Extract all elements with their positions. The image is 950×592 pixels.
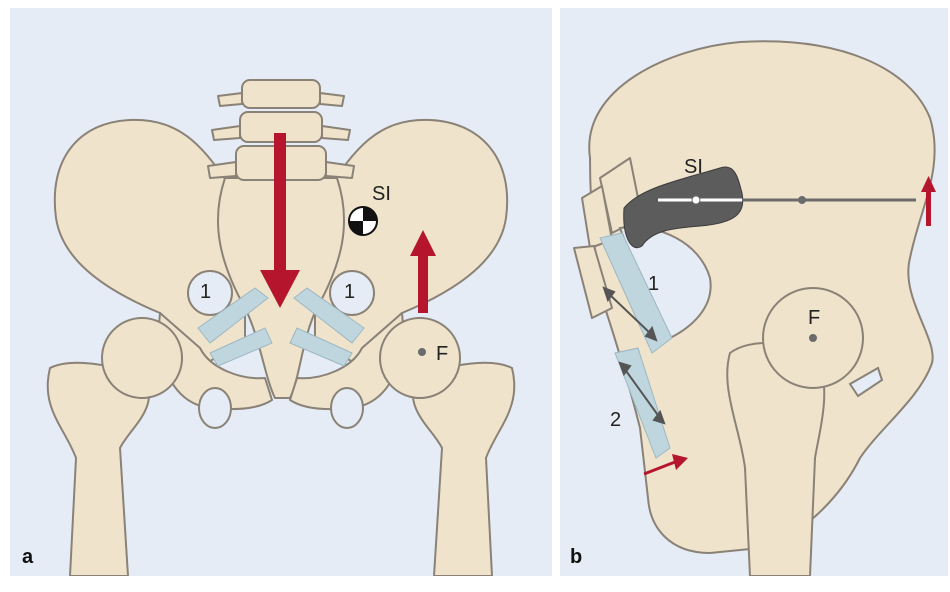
panel-letter-a: a: [22, 546, 33, 569]
femoral-head-center-dot: [418, 348, 426, 356]
transverse-process-left: [208, 93, 242, 178]
transverse-process-right: [320, 93, 354, 178]
label-si-b: SI: [684, 156, 703, 178]
femoral-head-center-dot-b: [809, 334, 817, 342]
label-f-a: F: [436, 343, 448, 365]
label-si-a: SI: [372, 183, 391, 205]
panel-b-illustration: SI F 1 2: [560, 8, 948, 576]
left-obturator-foramen: [199, 388, 231, 428]
label-f-b: F: [808, 307, 820, 329]
panel-b-pelvis-lateral-view: SI F 1 2 b: [560, 8, 948, 576]
label-ligament-1-b: 1: [648, 273, 659, 295]
vertebra-l3: [242, 80, 320, 108]
right-obturator-foramen: [331, 388, 363, 428]
panel-letter-b: b: [570, 546, 582, 569]
left-femoral-head: [102, 318, 182, 398]
center-of-mass-icon: [349, 207, 377, 235]
label-ligament-2-b: 2: [610, 409, 621, 431]
panel-a-pelvis-front-view: SI F 1 1 a: [10, 8, 552, 576]
label-ligament-right: 1: [344, 281, 355, 303]
label-ligament-left: 1: [200, 281, 211, 303]
panel-a-illustration: SI F 1 1: [10, 8, 552, 576]
